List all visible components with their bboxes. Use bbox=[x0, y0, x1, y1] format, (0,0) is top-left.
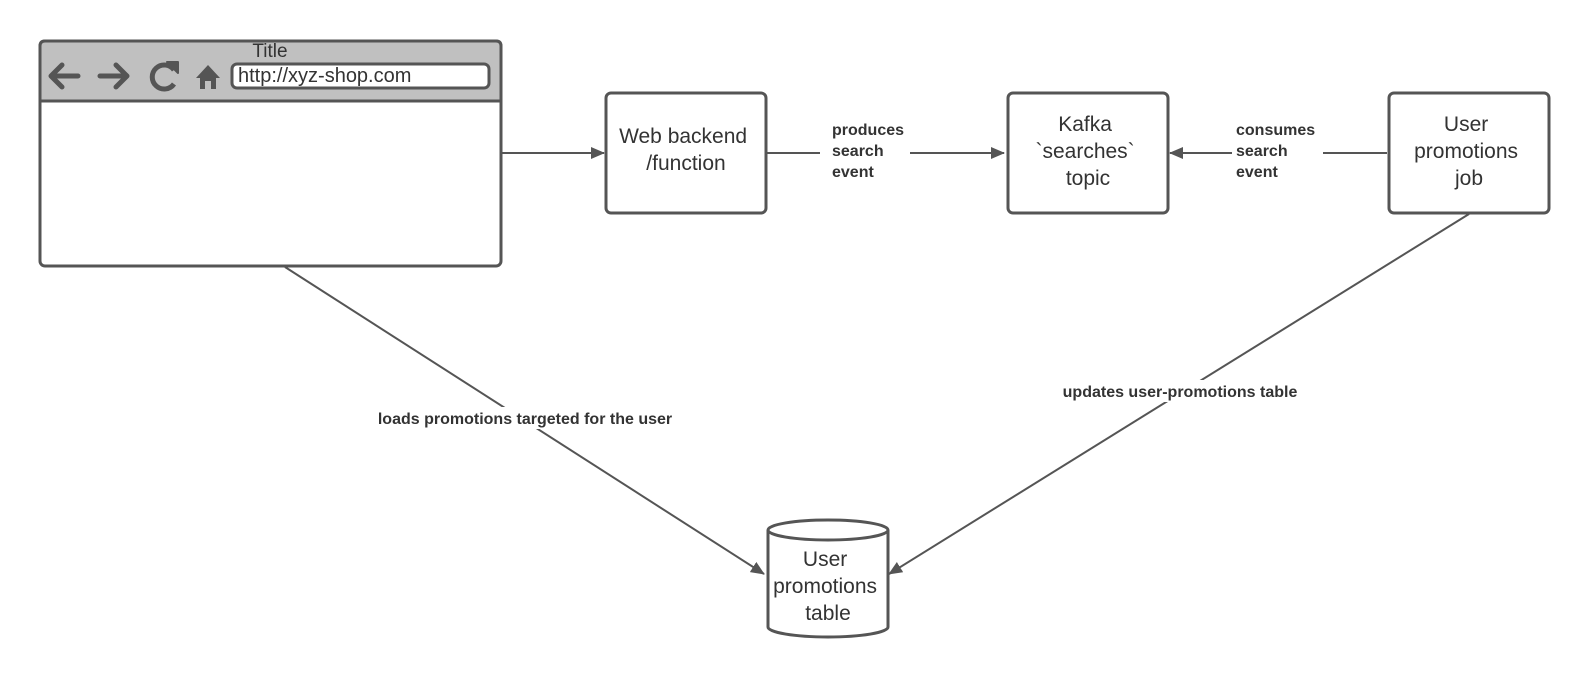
table-line-3: table bbox=[805, 602, 851, 625]
loads-label: loads promotions targeted for the user bbox=[378, 411, 672, 428]
url-bar[interactable] bbox=[230, 62, 491, 90]
kafka-line-3: topic bbox=[1066, 167, 1110, 190]
kafka-line-1: Kafka bbox=[1058, 113, 1112, 136]
forward-arrow-icon[interactable] bbox=[97, 62, 130, 90]
reload-icon[interactable] bbox=[149, 61, 179, 92]
job-line-2: promotions bbox=[1414, 140, 1518, 163]
kafka-topic-node: Kafka `searches` topic bbox=[1006, 91, 1170, 215]
svg-text:User promotions jo: User promotions job bbox=[1414, 113, 1524, 190]
promotions-table-node: User promotions table bbox=[766, 518, 890, 639]
web-backend-node: Web backend /function bbox=[604, 91, 768, 215]
job-line-3: job bbox=[1454, 167, 1483, 190]
consumes-label: consumes search event bbox=[1236, 122, 1320, 181]
updates-label: updates user-promotions table bbox=[1063, 384, 1298, 401]
database-cylinder-icon bbox=[766, 530, 890, 639]
url-text: http://xyz-shop.com bbox=[238, 65, 411, 87]
svg-text:User promotions ta: User promotions table bbox=[773, 548, 883, 625]
web-backend-line-1: Web backend bbox=[619, 125, 747, 148]
browser-window: Title http://xyz-shop.com bbox=[38, 39, 503, 268]
loads-label-bg bbox=[360, 407, 690, 429]
promotions-job-node: User promotions job bbox=[1387, 91, 1551, 215]
table-line-2: promotions bbox=[773, 575, 877, 598]
job-line-1: User bbox=[1444, 113, 1488, 136]
home-icon[interactable] bbox=[196, 65, 220, 89]
web-backend-line-2: /function bbox=[646, 152, 725, 175]
produces-label: produces search event bbox=[832, 122, 908, 181]
back-arrow-icon[interactable] bbox=[48, 62, 81, 90]
updates-label-bg bbox=[1045, 380, 1315, 402]
kafka-line-2: `searches` bbox=[1035, 140, 1134, 163]
svg-text:Kafka `searches` t: Kafka `searches` topic bbox=[1035, 113, 1140, 190]
table-line-1: User bbox=[803, 548, 847, 571]
svg-text:Web backend /function: Web backend /function bbox=[619, 125, 753, 175]
browser-title: Title bbox=[252, 41, 287, 62]
